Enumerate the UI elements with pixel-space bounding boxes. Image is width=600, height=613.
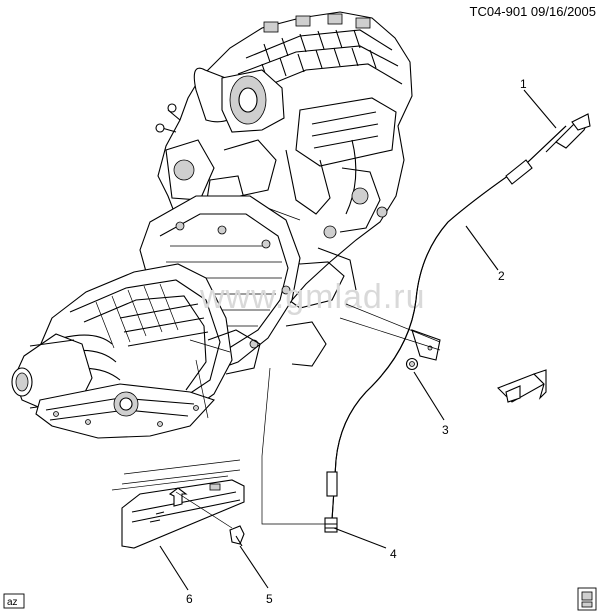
callout-1: 1 bbox=[520, 77, 527, 91]
diagram-code: TC04-901 09/16/2005 bbox=[470, 4, 596, 19]
manual-icon bbox=[577, 587, 597, 611]
heat-shield bbox=[121, 479, 245, 549]
dipstick-handle bbox=[545, 113, 591, 153]
callout-6: 6 bbox=[186, 592, 193, 606]
transmission-assembly bbox=[11, 195, 327, 439]
callout-2: 2 bbox=[498, 269, 505, 283]
front-arrow-icon bbox=[497, 369, 547, 403]
corner-tag: az bbox=[3, 593, 25, 609]
watermark-text: www.gmlad.ru bbox=[199, 278, 426, 316]
leader-lines bbox=[159, 89, 557, 591]
dipstick-tube bbox=[326, 125, 567, 521]
callout-3: 3 bbox=[442, 423, 449, 437]
reference-lines bbox=[111, 303, 441, 529]
tube-seal bbox=[324, 517, 338, 533]
callout-4: 4 bbox=[390, 547, 397, 561]
shield-bolt bbox=[229, 525, 245, 547]
corner-tag-label: az bbox=[7, 597, 18, 608]
tube-bolt bbox=[405, 357, 419, 371]
callout-5: 5 bbox=[266, 592, 273, 606]
